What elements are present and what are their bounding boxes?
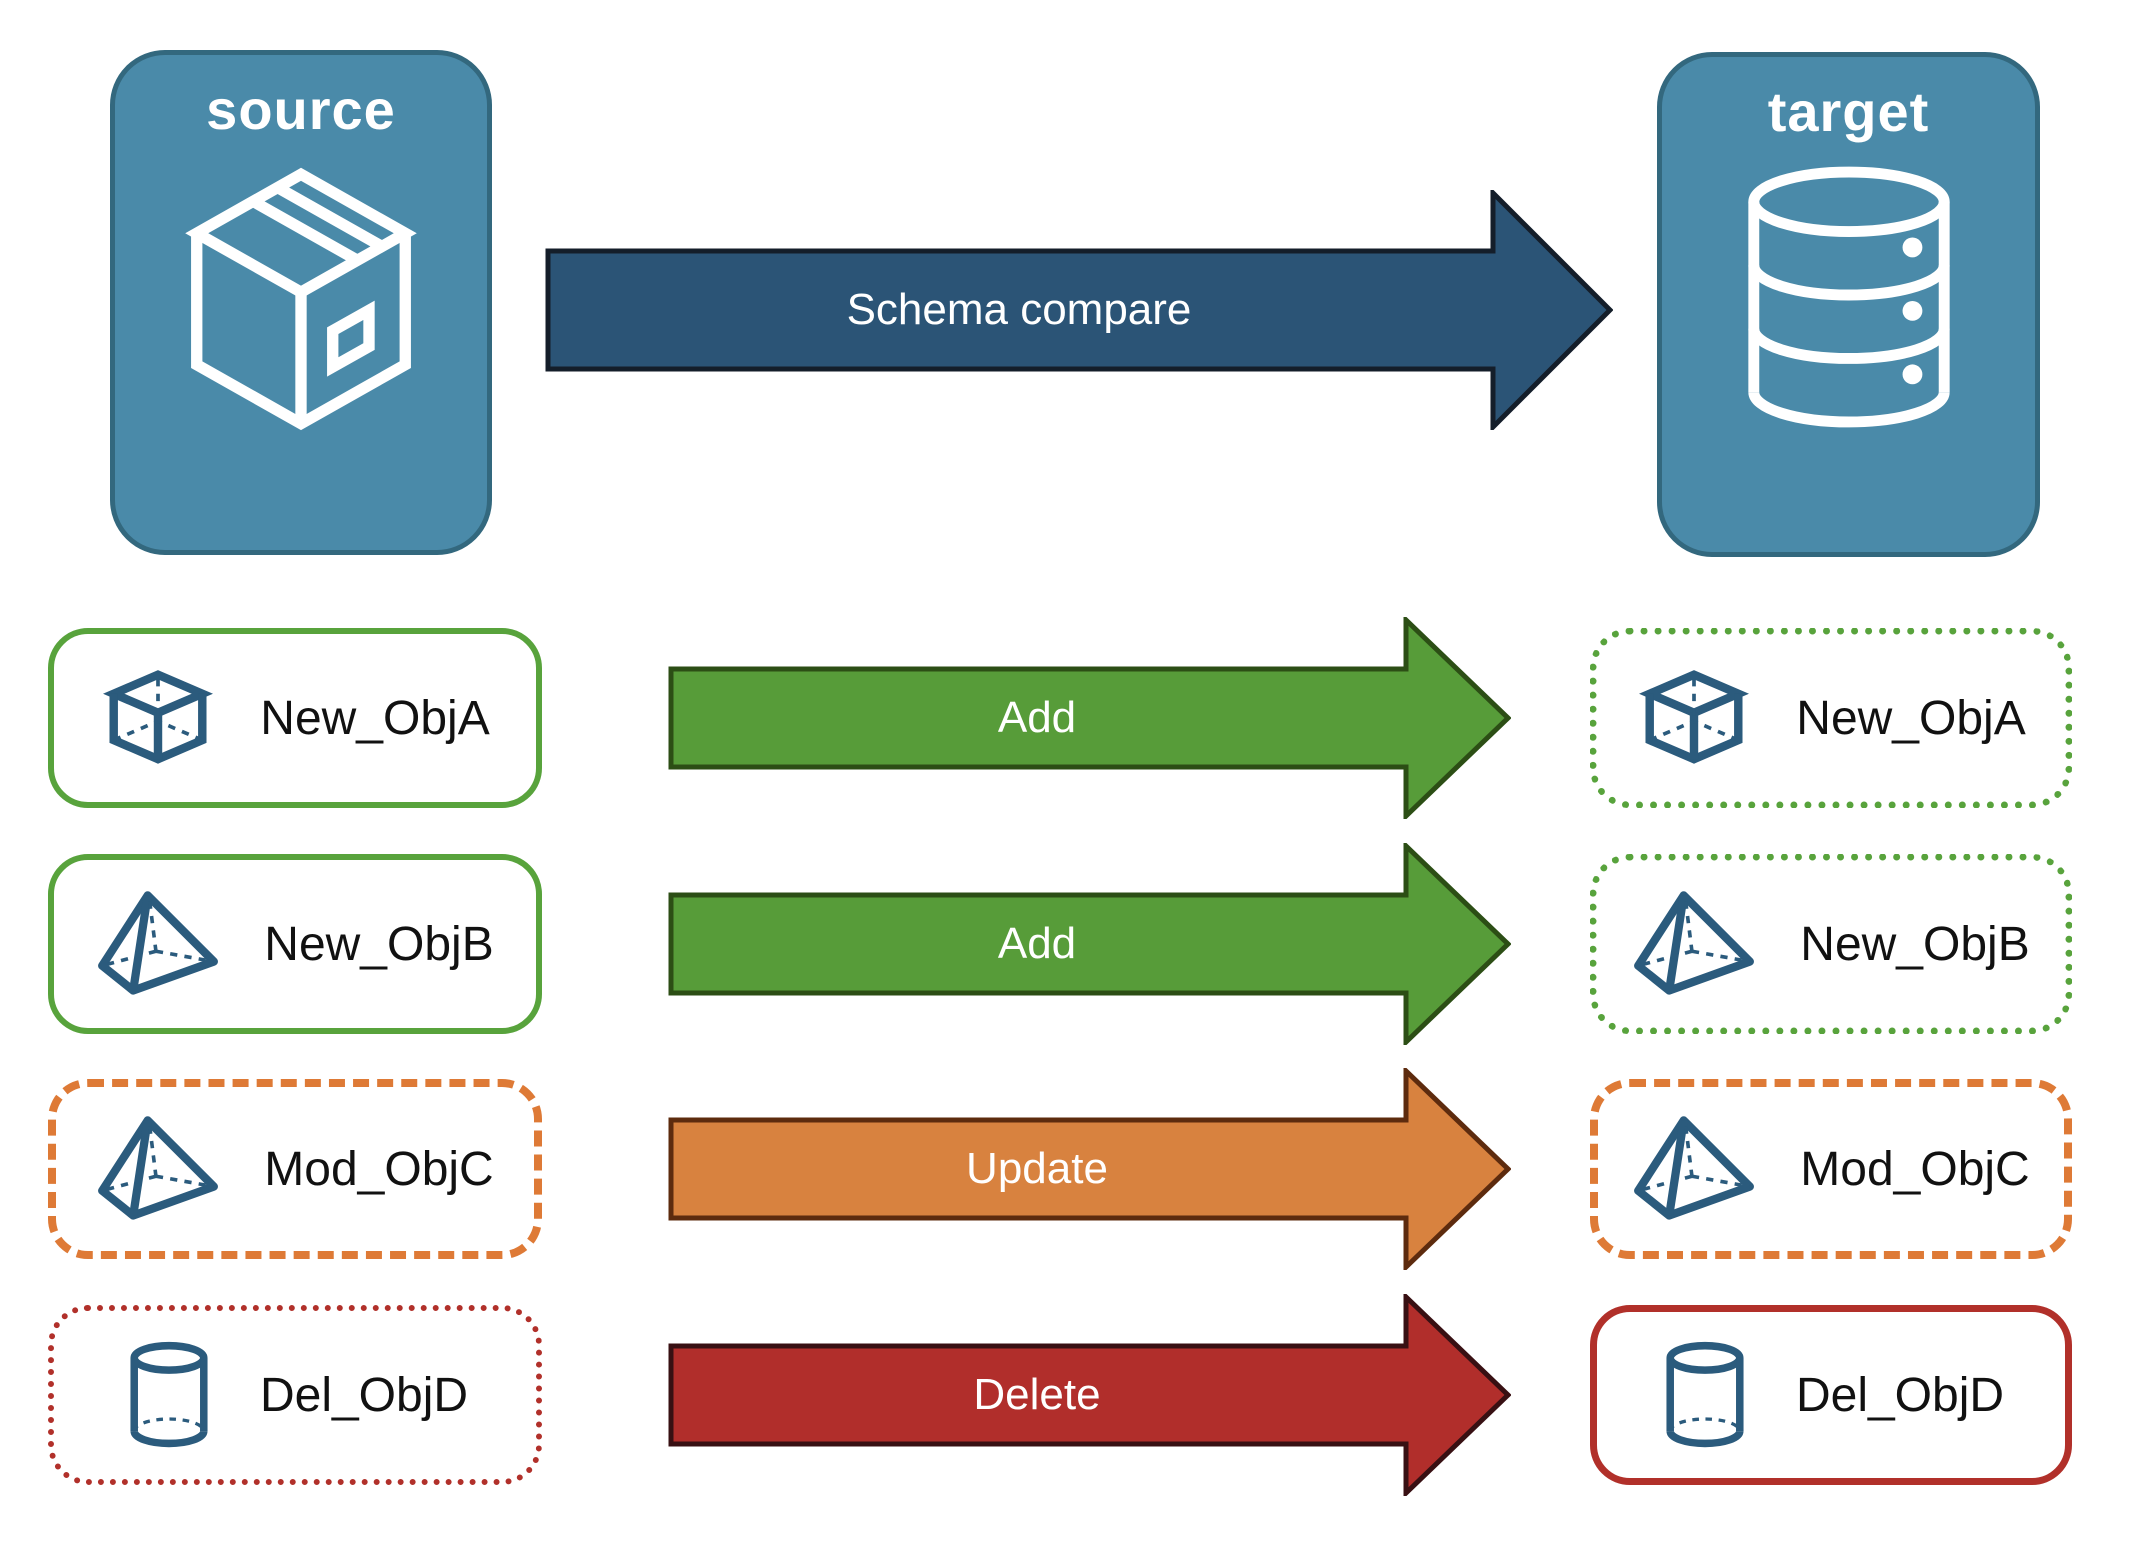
add-arrow-label: Add <box>997 693 1077 742</box>
object-label: New_ObjB <box>1800 917 2030 971</box>
source-object-box-mod-objc: Mod_ObjC <box>48 1079 542 1259</box>
cylinder-icon <box>122 1338 216 1453</box>
target-object-box-del-objd: Del_ObjD <box>1590 1305 2072 1485</box>
object-label: Mod_ObjC <box>264 1142 494 1196</box>
source-object-box-new-objb: New_ObjB <box>48 854 542 1034</box>
cube-icon <box>100 660 216 776</box>
object-label: Del_ObjD <box>1795 1368 2005 1422</box>
source-object-box-del-objd: Del_ObjD <box>48 1305 542 1485</box>
object-label: New_ObjA <box>1796 691 2026 745</box>
source-object-box-new-obja: New_ObjA <box>48 628 542 808</box>
add-arrow-label: Add <box>997 919 1077 968</box>
add-arrow: Add <box>668 843 1511 1045</box>
object-label: New_ObjA <box>260 691 490 745</box>
database-icon <box>1747 166 1950 428</box>
source-panel-title: source <box>206 78 396 141</box>
object-label: New_ObjB <box>264 917 494 971</box>
target-object-box-mod-objc: Mod_ObjC <box>1590 1079 2072 1259</box>
object-label: Mod_ObjC <box>1800 1142 2030 1196</box>
target-object-box-new-obja: New_ObjA <box>1590 628 2072 808</box>
add-arrow: Add <box>668 617 1511 819</box>
delete-arrow: Delete <box>668 1294 1511 1496</box>
delete-arrow-label: Delete <box>973 1370 1101 1419</box>
schema-compare-arrow: Schema compare <box>545 190 1613 430</box>
target-panel-title: target <box>1767 80 1930 143</box>
pyramid-icon <box>96 887 220 1001</box>
object-label: Del_ObjD <box>259 1368 469 1422</box>
pyramid-icon <box>96 1112 220 1226</box>
cube-icon <box>1636 660 1752 776</box>
pyramid-icon <box>1632 887 1756 1001</box>
schema-compare-arrow-label: Schema compare <box>846 285 1192 334</box>
target-panel: target <box>1657 52 2040 557</box>
pyramid-icon <box>1632 1112 1756 1226</box>
update-arrow-label: Update <box>966 1144 1108 1193</box>
target-object-box-new-objb: New_ObjB <box>1590 854 2072 1034</box>
cylinder-icon <box>1658 1338 1752 1453</box>
source-panel: source <box>110 50 492 555</box>
package-icon <box>185 167 417 431</box>
update-arrow: Update <box>668 1068 1511 1270</box>
